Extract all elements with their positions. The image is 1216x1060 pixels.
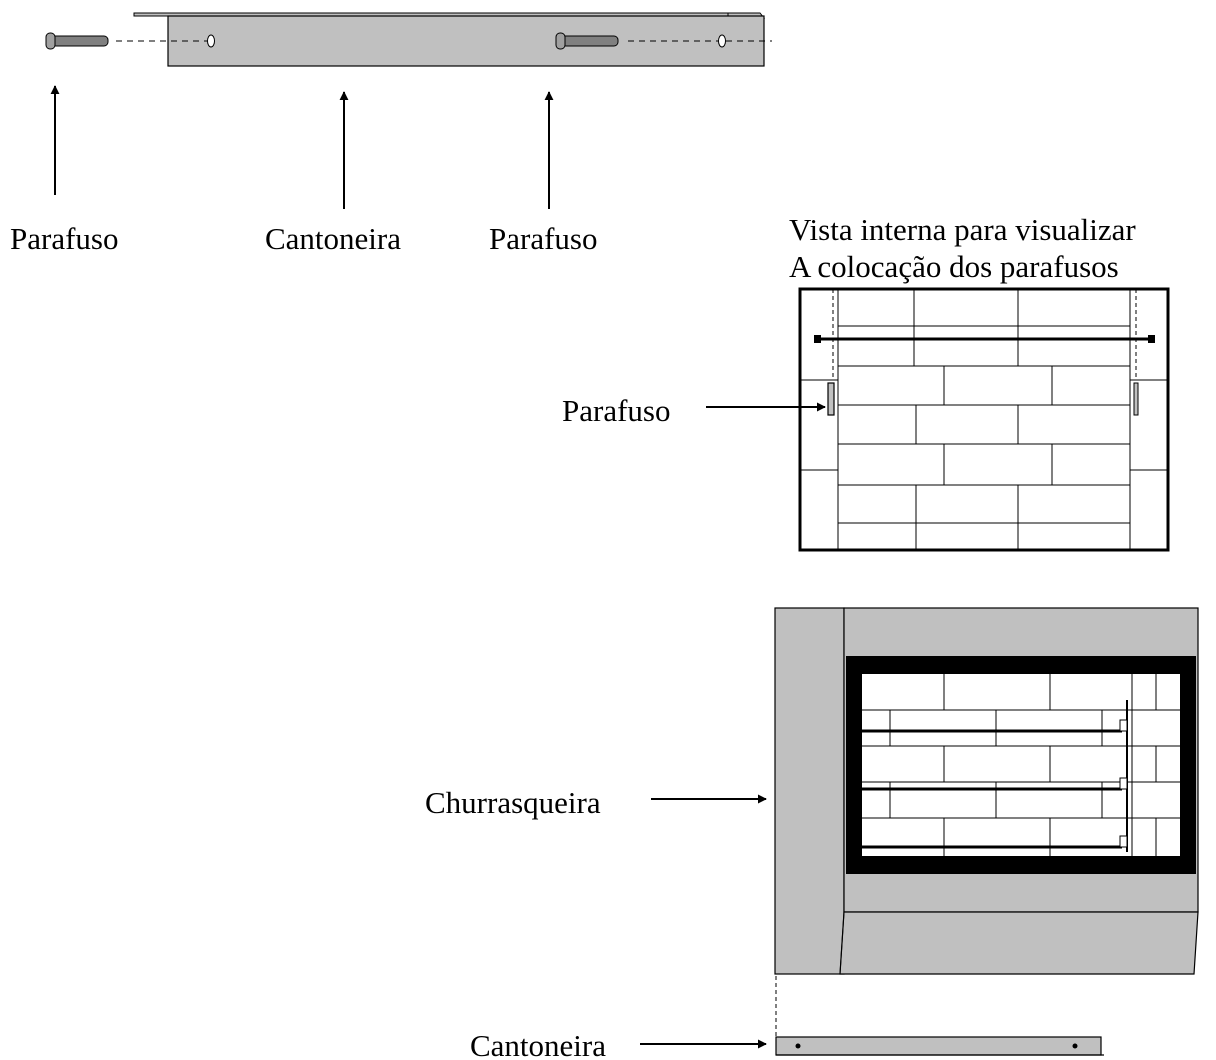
top-angle-bar bbox=[133, 12, 766, 67]
internal-view-frame bbox=[798, 287, 1170, 552]
label-view-line1: Vista interna para visualizar bbox=[789, 212, 1136, 247]
top-left-screw bbox=[45, 32, 109, 50]
internal-view-screw-right bbox=[1133, 382, 1139, 416]
internal-view-screw-left bbox=[827, 382, 835, 416]
bottom-hole-right bbox=[1072, 1043, 1078, 1049]
grill-opening bbox=[846, 656, 1196, 874]
label-view-line2: A colocação dos parafusos bbox=[789, 249, 1119, 284]
top-hole-left bbox=[207, 34, 215, 48]
label-bottom-angle: Cantoneira bbox=[470, 1028, 606, 1060]
grill-rods bbox=[862, 700, 1128, 852]
label-top-left-screw: Parafuso bbox=[10, 221, 118, 256]
internal-view-bricks bbox=[838, 289, 1130, 550]
bottom-hole-left bbox=[795, 1043, 801, 1049]
top-hole-right bbox=[718, 34, 726, 48]
label-top-right-screw: Parafuso bbox=[489, 221, 597, 256]
bottom-angle-bar bbox=[775, 1036, 1104, 1056]
internal-view-rod bbox=[814, 335, 1155, 343]
top-screw-guides bbox=[116, 34, 772, 48]
label-grill: Churrasqueira bbox=[425, 785, 601, 820]
top-right-screw bbox=[555, 32, 619, 50]
top-pointer-arrows bbox=[50, 85, 554, 209]
label-top-angle: Cantoneira bbox=[265, 221, 401, 256]
label-middle-screw: Parafuso bbox=[562, 393, 670, 428]
